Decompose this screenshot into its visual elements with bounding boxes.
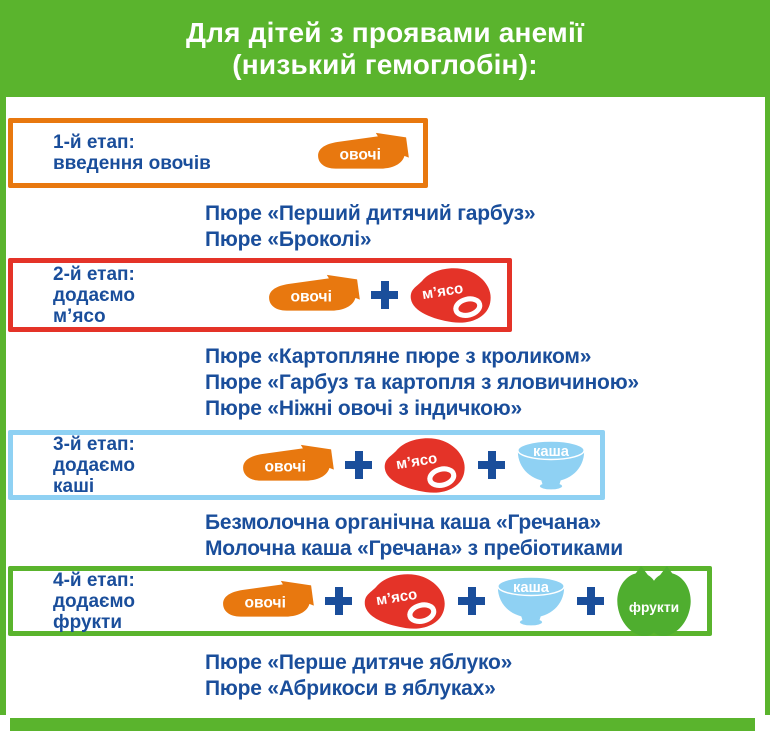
meat-icon: м’ясо — [409, 265, 493, 325]
page-title-line2: (низький гемоглобін): — [232, 48, 538, 80]
svg-text:фрукти: фрукти — [629, 599, 679, 615]
plus-icon — [325, 586, 352, 616]
plus-icon — [345, 450, 372, 480]
stages-container: 1-й етап:введення овочів овочі Пюре «Пер… — [0, 97, 770, 715]
stage-2-products: Пюре «Картопляне пюре з кроликом» Пюре «Г… — [205, 344, 765, 422]
svg-text:м’ясо: м’ясо — [375, 586, 418, 609]
svg-text:овочі: овочі — [340, 146, 381, 163]
stage-3-label-line: 3-й етап: — [53, 433, 135, 455]
vegetables-icon: овочі — [222, 579, 314, 623]
porridge-icon: каша — [496, 576, 566, 626]
stage-3-label-line: додаємо — [53, 454, 135, 476]
svg-text:м’ясо: м’ясо — [395, 450, 438, 473]
product-name: Пюре «Перший дитячий гарбуз» — [205, 202, 536, 225]
plus-icon — [577, 586, 604, 616]
stage-2-label-line: додаємо — [53, 284, 135, 306]
svg-text:овочі: овочі — [265, 458, 306, 475]
stage-4-label-line: додаємо — [53, 590, 135, 612]
product-name: Пюре «Гарбуз та картопля з яловичиною» — [205, 371, 639, 394]
product-name: Безмолочна органічна каша «Гречана» — [205, 511, 601, 534]
stage-2-label-line: м’ясо — [53, 305, 106, 327]
stage-1-label-line: 1-й етап: — [53, 132, 135, 153]
svg-text:овочі: овочі — [291, 288, 332, 305]
page-title-line1: Для дітей з проявами анемії — [185, 16, 585, 48]
stage-1-box: 1-й етап:введення овочів овочі — [8, 118, 428, 188]
bottom-green-bar — [10, 718, 755, 731]
product-name: Пюре «Броколі» — [205, 228, 372, 251]
stage-2-label-line: 2-й етап: — [53, 263, 135, 285]
stage-icons: овочі м’ясо каша фрукти — [222, 566, 693, 636]
svg-text:каша: каша — [533, 444, 570, 460]
stage-3-products: Безмолочна органічна каша «Гречана» Молоч… — [205, 510, 765, 562]
svg-text:м’ясо: м’ясо — [421, 280, 464, 303]
header: Для дітей з проявами анемії (низький гем… — [0, 0, 770, 97]
vegetables-icon: овочі — [268, 273, 360, 317]
vegetables-icon: овочі — [242, 443, 334, 487]
stage-icons: овочі м’ясо каша — [242, 435, 586, 495]
product-name: Пюре «Абрикоси в яблуках» — [205, 677, 496, 700]
stage-label: 1-й етап:введення овочів — [53, 132, 211, 174]
svg-text:овочі: овочі — [245, 594, 286, 611]
meat-icon: м’ясо — [363, 571, 447, 631]
fruit-icon: фрукти — [615, 566, 693, 636]
svg-text:каша: каша — [513, 580, 550, 596]
stage-4-label-line: фрукти — [53, 611, 123, 633]
stage-1-products: Пюре «Перший дитячий гарбуз» Пюре «Брокол… — [205, 201, 765, 253]
vegetables-icon: овочі — [317, 131, 409, 175]
stage-4-products: Пюре «Перше дитяче яблуко» Пюре «Абрикоси… — [205, 650, 765, 702]
product-name: Пюре «Ніжні овочі з індичкою» — [205, 397, 523, 420]
plus-icon — [478, 450, 505, 480]
meat-icon: м’ясо — [383, 435, 467, 495]
product-name: Пюре «Перше дитяче яблуко» — [205, 651, 513, 674]
stage-3-label-line: каші — [53, 475, 95, 497]
stage-1-label-line: введення овочів — [53, 153, 211, 174]
porridge-icon: каша — [516, 440, 586, 490]
stage-icons: овочі — [317, 131, 409, 175]
stage-4-label-line: 4-й етап: — [53, 569, 135, 591]
plus-icon — [371, 280, 398, 310]
stage-icons: овочі м’ясо — [268, 265, 493, 325]
plus-icon — [458, 586, 485, 616]
product-name: Молочна каша «Гречана» з пребіотиками — [205, 537, 624, 560]
product-name: Пюре «Картопляне пюре з кроликом» — [205, 345, 592, 368]
